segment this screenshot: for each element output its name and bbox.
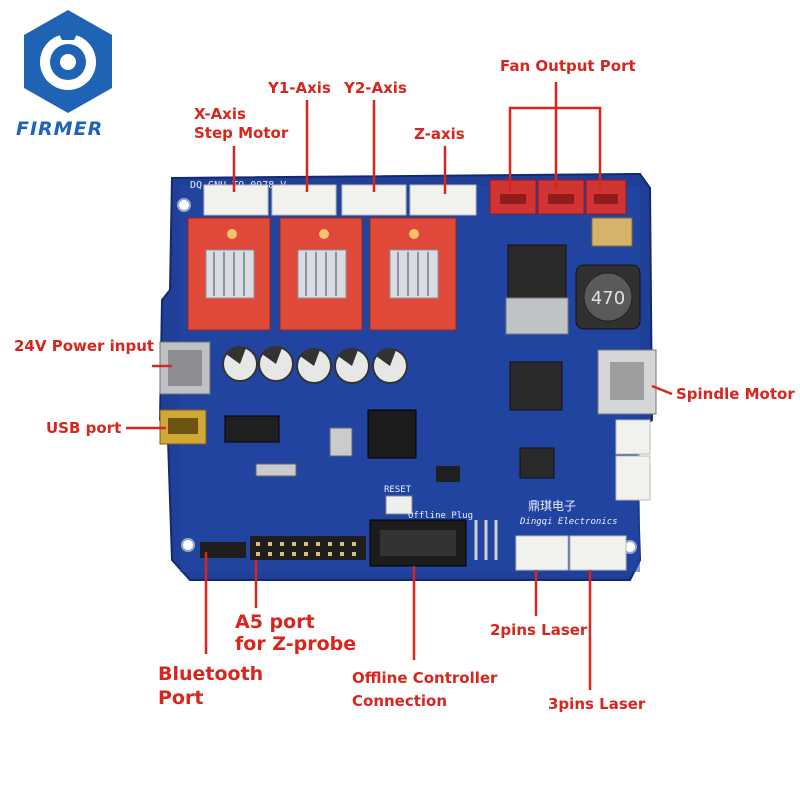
offline-controller-header: [369, 519, 467, 567]
label-laser-2pin: 2pins Laser: [490, 621, 588, 639]
label-bluetooth-2: Port: [158, 687, 204, 709]
label-y1-axis: Y1-Axis: [268, 79, 331, 97]
capacitors: [222, 346, 408, 384]
label-a5-1: A5 port: [235, 611, 315, 633]
chips: [224, 409, 460, 482]
label-y2-axis: Y2-Axis: [344, 79, 407, 97]
a5-header: [250, 536, 366, 560]
label-offline-2: Connection: [352, 692, 448, 710]
label-a5-2: for Z-probe: [235, 633, 357, 655]
brand-cn-silk: 鼎琪电子: [528, 499, 576, 513]
label-usb-port: USB port: [46, 419, 122, 437]
laser-connectors: [515, 535, 627, 571]
spindle-connector: [597, 349, 657, 501]
label-power-input: 24V Power input: [14, 337, 155, 355]
stepper-connectors: [203, 184, 477, 216]
label-fan-output: Fan Output Port: [500, 57, 636, 75]
label-spindle-motor: Spindle Motor: [676, 385, 795, 403]
fan-connectors: [489, 179, 627, 215]
label-x-axis-2: Step Motor: [194, 124, 289, 142]
side-pins: [474, 520, 498, 560]
offline-silk: Offline Plug: [408, 511, 473, 521]
reset-button: [385, 495, 413, 515]
reset-silk: RESET: [384, 485, 412, 495]
usb-connector: [159, 409, 207, 445]
label-z-axis: Z-axis: [414, 125, 465, 143]
brand-logo-text: FIRMER: [16, 118, 104, 140]
label-laser-3pin: 3pins Laser: [548, 695, 646, 713]
label-bluetooth-1: Bluetooth: [158, 663, 264, 685]
callout-lines: [126, 82, 673, 690]
power-components: 470: [505, 217, 641, 479]
stepper-drivers: [187, 217, 457, 331]
bluetooth-header: [200, 542, 246, 558]
inductor-label: 470: [591, 288, 625, 309]
dc-power-jack: [159, 341, 211, 395]
label-x-axis-1: X-Axis: [194, 105, 246, 123]
brand-en-silk: Dingqi Electronics: [519, 517, 618, 527]
hexagon-ring-logo: [24, 10, 112, 113]
label-offline-1: Offline Controller: [352, 669, 498, 687]
